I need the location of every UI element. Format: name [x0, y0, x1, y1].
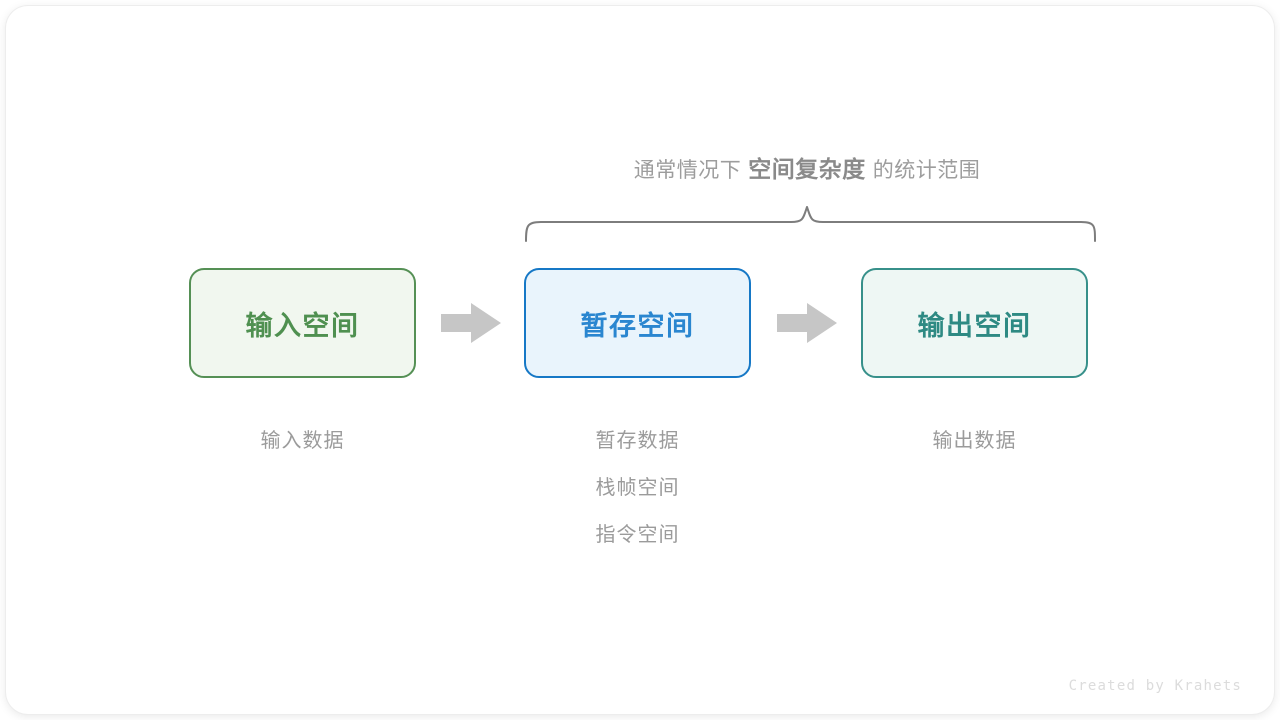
stage-box-temp-label: 暂存空间 [580, 310, 695, 341]
caption-line: 指令空间 [595, 524, 680, 546]
watermark-credit: Created by Krahets [1068, 678, 1242, 694]
stage-box-temp[interactable]: 暂存空间 [524, 268, 751, 378]
caption-group-input: 输入数据 [189, 418, 416, 465]
scope-brace [525, 206, 1096, 242]
stage-box-output-label: 输出空间 [917, 310, 1032, 341]
stage-box-output[interactable]: 输出空间 [861, 268, 1088, 378]
caption-line: 输出数据 [932, 430, 1017, 452]
stage-box-input-label: 输入空间 [245, 310, 360, 341]
arrow-right-icon-input-to-temp [441, 303, 501, 343]
scope-title-emphasis: 空间复杂度 [748, 156, 866, 182]
caption-line: 暂存数据 [595, 430, 680, 452]
scope-title-inner: 通常情况下空间复杂度的统计范围 [634, 150, 981, 184]
caption-line: 输入数据 [260, 430, 345, 452]
caption-line: 栈帧空间 [595, 477, 680, 499]
arrow-right-icon-temp-to-output [777, 303, 837, 343]
caption-group-temp: 暂存数据 栈帧空间 指令空间 [524, 418, 751, 559]
caption-group-output: 输出数据 [861, 418, 1088, 465]
scope-title-suffix: 的统计范围 [872, 159, 981, 182]
scope-title-prefix: 通常情况下 [633, 159, 742, 182]
stage-box-input[interactable]: 输入空间 [189, 268, 416, 378]
